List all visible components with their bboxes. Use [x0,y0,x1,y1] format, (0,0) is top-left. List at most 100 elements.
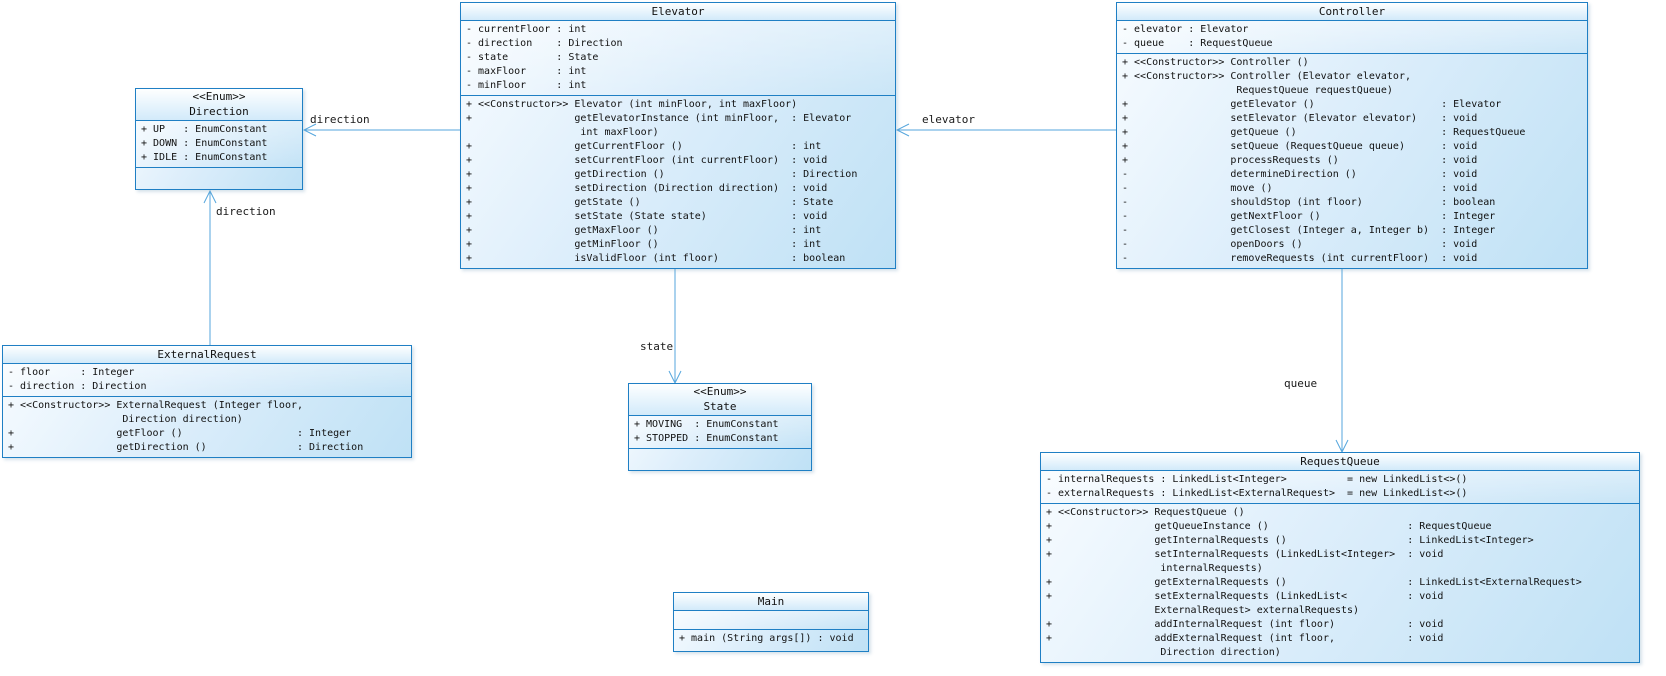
connector-elevator-to-direction[interactable] [302,123,460,137]
attribute-line: - currentFloor : int [466,24,587,35]
attributes-section: - elevator : Elevator - queue : RequestQu… [1117,21,1587,54]
attribute-line: + STOPPED : EnumConstant [634,433,779,444]
method-line: ExternalRequest> externalRequests) [1046,605,1360,616]
class-title: <<Enum>> Direction [136,89,302,121]
method-line: internalRequests) [1046,563,1263,574]
class-requestqueue[interactable]: RequestQueue - internalRequests : Linked… [1040,452,1640,663]
attribute-line: - internalRequests : LinkedList<Integer>… [1046,474,1468,485]
attributes-section: - floor : Integer- direction : Direction [3,364,411,397]
class-title: Controller [1117,3,1587,21]
enum-stereotype: <<Enum>> [693,385,747,398]
methods-section: + <<Constructor>> Elevator (int minFloor… [461,96,895,268]
class-elevator[interactable]: Elevator - currentFloor : int - direction… [460,2,896,269]
class-name: RequestQueue [1300,455,1380,468]
attributes-section: - internalRequests : LinkedList<Integer>… [1041,471,1639,504]
method-line: + getQueueInstance () : RequestQueue [1046,521,1492,532]
method-line: + setQueue (RequestQueue queue) : void [1122,141,1478,152]
attributes-section: - currentFloor : int - direction : Direct… [461,21,895,96]
method-line: + setCurrentFloor (int currentFloor) : v… [466,155,828,166]
methods-section: + <<Constructor>> Controller () + <<Const… [1117,54,1587,268]
methods-section: + <<Constructor>> RequestQueue () + getQu… [1041,504,1639,662]
method-line: + getQueue () : RequestQueue [1122,127,1526,138]
method-line: + getMaxFloor () : int [466,225,822,236]
class-title: Elevator [461,3,895,21]
methods-section [136,168,302,189]
method-line: - removeRequests (int currentFloor) : vo… [1122,253,1478,264]
method-line: + main (String args[]) : void [679,633,854,644]
attribute-line: - elevator : Elevator [1122,24,1249,35]
method-line: + <<Constructor>> Controller (Elevator e… [1122,71,1411,82]
method-line: + setDirection (Direction direction) : v… [466,183,828,194]
method-line: + setState (State state) : void [466,211,828,222]
attribute-line: - externalRequests : LinkedList<External… [1046,488,1468,499]
attributes-section [674,611,868,630]
method-line: + getInternalRequests () : LinkedList<In… [1046,535,1534,546]
attribute-line: - maxFloor : int [466,66,587,77]
class-title: RequestQueue [1041,453,1639,471]
attribute-line: - state : State [466,52,599,63]
method-line: Direction direction) [8,414,243,425]
class-main[interactable]: Main + main (String args[]) : void [673,592,869,652]
method-line: + processRequests () : void [1122,155,1478,166]
edge-label-direction: direction [310,113,370,126]
method-line: + <<Constructor>> ExternalRequest (Integ… [8,400,304,411]
method-line: - openDoors () : void [1122,239,1478,250]
attribute-line: - minFloor : int [466,80,587,91]
attributes-section: + MOVING : EnumConstant + STOPPED : EnumC… [629,416,811,449]
class-name: Controller [1318,5,1386,18]
method-line: + getMinFloor () : int [466,239,822,250]
class-name: Main [757,595,785,608]
method-line: - move () : void [1122,183,1478,194]
method-line: + setInternalRequests (LinkedList<Intege… [1046,549,1444,560]
method-line: int maxFloor) [466,127,659,138]
class-controller[interactable]: Controller - elevator : Elevator - queue … [1116,2,1588,269]
attribute-line: + IDLE : EnumConstant [141,152,268,163]
methods-section: + <<Constructor>> ExternalRequest (Integ… [3,397,411,457]
methods-section: + main (String args[]) : void [674,630,868,651]
connector-controller-to-elevator[interactable] [895,123,1116,137]
class-externalrequest[interactable]: ExternalRequest - floor : Integer- direc… [2,345,412,458]
method-line: - getNextFloor () : Integer [1122,211,1496,222]
connector-externalrequest-to-direction[interactable] [203,189,217,345]
attribute-line: - floor : Integer [8,367,135,378]
method-line: + <<Constructor>> Elevator (int minFloor… [466,99,798,110]
method-line: + addExternalRequest (int floor, : void [1046,633,1444,644]
method-line: - getClosest (Integer a, Integer b) : In… [1122,225,1496,236]
method-line: + <<Constructor>> Controller () [1122,57,1309,68]
edge-label-elevator: elevator [922,113,975,126]
class-title: <<Enum>> State [629,384,811,416]
method-line: + setExternalRequests (LinkedList< : voi… [1046,591,1444,602]
attribute-line: - direction : Direction [466,38,623,49]
edge-label-direction-2: direction [216,205,276,218]
class-name: Direction [189,105,249,118]
attribute-line: + UP : EnumConstant [141,124,268,135]
method-line: + getState () : State [466,197,834,208]
class-direction-enum[interactable]: <<Enum>> Direction + UP : EnumConstant+ … [135,88,303,190]
attributes-section: + UP : EnumConstant + DOWN : EnumConstant… [136,121,302,168]
class-title: ExternalRequest [3,346,411,364]
connector-elevator-to-state[interactable] [668,268,682,385]
method-line: + addInternalRequest (int floor) : void [1046,619,1444,630]
attribute-line: + MOVING : EnumConstant [634,419,779,430]
edge-label-queue: queue [1284,377,1318,390]
class-state-enum[interactable]: <<Enum>> State + MOVING : EnumConstant+ … [628,383,812,471]
edge-label-state: state [640,340,674,353]
method-line: + <<Constructor>> RequestQueue () [1046,507,1245,518]
method-line: + getCurrentFloor () : int [466,141,822,152]
attribute-line: - queue : RequestQueue [1122,38,1273,49]
connector-controller-to-requestqueue[interactable] [1335,268,1349,454]
method-line: Direction direction) [1046,647,1281,658]
method-line: - shouldStop (int floor) : boolean [1122,197,1496,208]
class-name: State [703,400,737,413]
method-line: + getExternalRequests () : LinkedList<Ex… [1046,577,1582,588]
class-title: Main [674,593,868,611]
methods-section [629,449,811,470]
attribute-line: + DOWN : EnumConstant [141,138,268,149]
method-line: + getFloor () : Integer [8,428,352,439]
method-line: RequestQueue requestQueue) [1122,85,1393,96]
class-name: ExternalRequest [157,348,257,361]
enum-stereotype: <<Enum>> [192,90,246,103]
method-line: + getDirection () : Direction [8,442,364,453]
